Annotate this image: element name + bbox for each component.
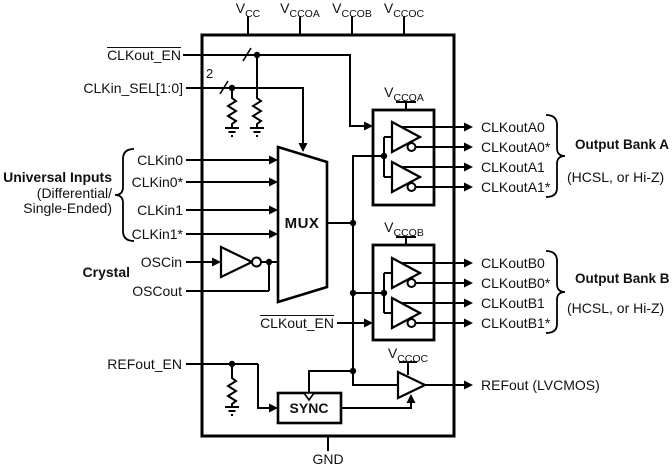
- pin-label-clkoutb0: CLKoutB0: [481, 255, 545, 271]
- bank-a-title: Output Bank A: [575, 137, 669, 152]
- brace-universal-inputs: [114, 148, 135, 242]
- inverter-icon: [219, 245, 255, 279]
- refout-buffer: [396, 361, 464, 400]
- clock-distribution-line: [308, 155, 398, 392]
- pin-label-vccoa: VCCOA: [280, 0, 320, 20]
- wire-clkout-en: [183, 47, 366, 137]
- pin-label-clkin0: CLKin0: [137, 152, 183, 168]
- bank-b-supply-label: VCCOB: [384, 219, 424, 239]
- refout-supply-label: VCCOC: [387, 345, 429, 365]
- crystal-oscillator: [186, 245, 278, 292]
- inverting-bubble-icon: [406, 278, 417, 288]
- buffer-icon: [390, 296, 423, 330]
- inverter-bubble-icon: [251, 256, 262, 268]
- pin-label-clkouta1: CLKoutA1: [481, 159, 545, 175]
- power-pin-stubs: [247, 16, 405, 451]
- inverting-bubble-icon: [406, 142, 417, 152]
- universal-inputs-line3: Single-Ended): [23, 200, 112, 216]
- pin-label-oscout: OSCout: [132, 283, 182, 299]
- pin-label-clkouta1b: CLKoutA1*: [481, 179, 551, 195]
- pin-label-clkin1: CLKin1: [137, 202, 183, 218]
- pin-label-clkin0b: CLKin0*: [131, 174, 183, 190]
- wire-clkin-inputs: [186, 159, 270, 235]
- pin-label-vcc: VCC: [235, 0, 261, 20]
- universal-inputs-line2: (Differential/: [36, 185, 112, 201]
- universal-inputs-title: Universal Inputs: [3, 169, 112, 185]
- junction-dots: [228, 51, 388, 375]
- brace-bank-b: [545, 250, 566, 334]
- bank-a-subtitle: (HCSL, or Hi-Z): [567, 169, 665, 185]
- mux-label: MUX: [284, 215, 320, 232]
- pin-label-clkin-sel: CLKin_SEL[1:0]: [83, 80, 183, 96]
- pin-label-clkouta0: CLKoutA0: [481, 119, 545, 135]
- bank-a-internals: [383, 101, 464, 194]
- buffer-icon: [390, 120, 423, 154]
- bank-b-subtitle: (HCSL, or Hi-Z): [567, 300, 665, 316]
- pin-label-clkin1b: CLKin1*: [131, 226, 183, 242]
- sync-input-notch-icon: [302, 392, 316, 402]
- mux-block: [276, 145, 353, 304]
- buffer-icon: [396, 370, 428, 400]
- bus-width-label: 2: [206, 66, 214, 81]
- pin-label-refout: REFout (LVCMOS): [481, 377, 600, 393]
- bank-b-internals: [383, 236, 464, 330]
- pin-label-clkout-en: CLKout_EN: [107, 47, 181, 63]
- sync-io: [302, 392, 412, 409]
- buffer-icon: [390, 256, 423, 290]
- brace-bank-a: [545, 114, 566, 198]
- sync-label: SYNC: [289, 400, 329, 416]
- bank-a-supply-label: VCCOA: [384, 84, 424, 104]
- pin-label-refout-en: REFout_EN: [107, 356, 182, 372]
- braces: [114, 114, 566, 334]
- pin-label-vccoc: VCCOC: [383, 0, 425, 20]
- pin-label-clkouta0b: CLKoutA0*: [481, 139, 551, 155]
- crystal-label: Crystal: [82, 264, 130, 280]
- pin-label-clkout-en-b: CLKout_EN: [260, 315, 334, 331]
- inverting-bubble-icon: [406, 318, 417, 328]
- pin-label-gnd: GND: [312, 451, 344, 467]
- wire-clkin-sel: [186, 80, 304, 144]
- arrowheads: [212, 121, 473, 413]
- pin-label-clkoutb1: CLKoutB1: [481, 295, 545, 311]
- pin-label-clkoutb0b: CLKoutB0*: [481, 275, 551, 291]
- inverting-bubble-icon: [406, 182, 417, 192]
- buffer-icon: [390, 160, 423, 194]
- bank-b-title: Output Bank B: [575, 271, 670, 286]
- pin-label-oscin: OSCin: [140, 254, 182, 270]
- wire-refout-en: [186, 363, 270, 416]
- pin-label-vccob: VCCOB: [332, 0, 372, 20]
- pin-label-clkoutb1b: CLKoutB1*: [481, 315, 551, 331]
